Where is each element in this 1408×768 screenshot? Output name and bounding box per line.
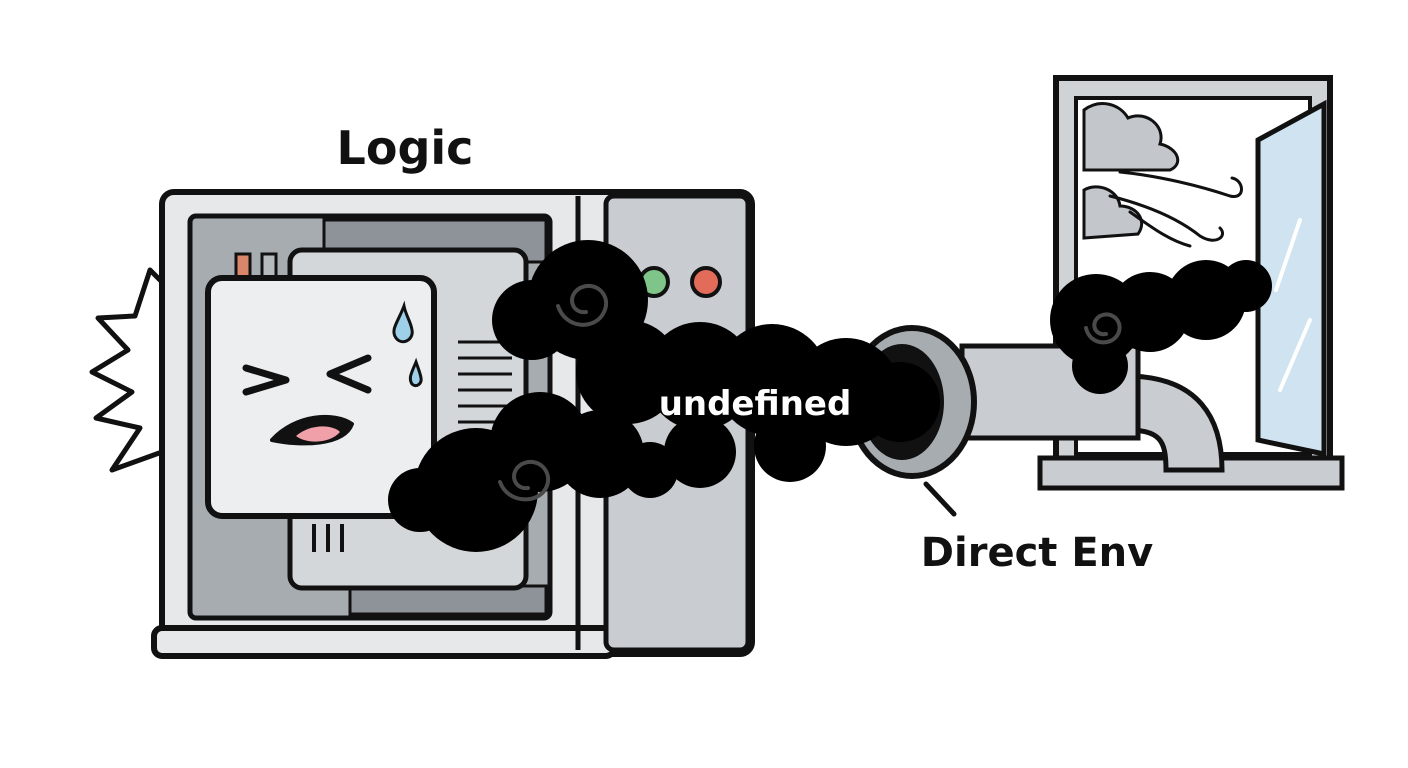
sweat-drop-icon: [392, 300, 414, 344]
left-eye: [242, 364, 290, 396]
smoke-swirls: [498, 284, 1122, 502]
open-window-pane: [1255, 99, 1327, 458]
status-light-red: [690, 266, 722, 298]
label-smoke-text: undefined: [658, 384, 852, 424]
smoke-cloud-icon: [388, 240, 1272, 552]
machine-base: [151, 625, 617, 659]
pipe-elbow: [1123, 373, 1225, 473]
env-callout-line: [923, 481, 957, 517]
vent-lines-side: [458, 340, 512, 424]
vent-lines-bottom: [312, 524, 344, 552]
wind-lines: [1108, 170, 1243, 248]
wind-cloud: [1082, 102, 1180, 240]
face-unit: [205, 275, 437, 519]
tongue: [296, 426, 340, 442]
sweat-drop-icon: [408, 357, 423, 388]
label-direct-env: Direct Env: [920, 530, 1154, 576]
glass-shine: [1274, 218, 1312, 392]
right-eye: [326, 354, 372, 394]
label-logic: Logic: [336, 121, 474, 175]
cavity-lower-panel: [348, 584, 548, 616]
